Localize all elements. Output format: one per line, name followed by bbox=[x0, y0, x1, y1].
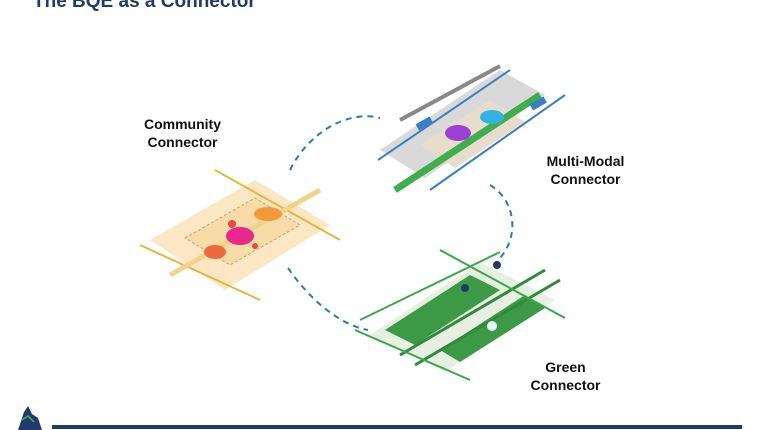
label-line: Green bbox=[545, 359, 586, 375]
label-line: Connector bbox=[550, 171, 621, 187]
label-line: Connector bbox=[147, 134, 218, 150]
label-line: Connector bbox=[530, 377, 601, 393]
community-connector-illustration bbox=[139, 169, 341, 301]
multimodal-connector-label: Multi-Modal Connector bbox=[528, 152, 643, 188]
slide-title: The BQE as a Connector bbox=[33, 0, 256, 12]
label-line: Multi-Modal bbox=[546, 153, 625, 169]
organization-logo-icon bbox=[18, 406, 42, 430]
dashed-connection-ring bbox=[287, 115, 514, 331]
footer-divider bbox=[52, 425, 742, 429]
green-connector-illustration bbox=[354, 249, 566, 381]
green-connector-label: Green Connector bbox=[508, 358, 623, 394]
multimodal-connector-illustration bbox=[377, 64, 566, 193]
community-connector-label: Community Connector bbox=[125, 115, 240, 151]
label-line: Community bbox=[144, 116, 221, 132]
